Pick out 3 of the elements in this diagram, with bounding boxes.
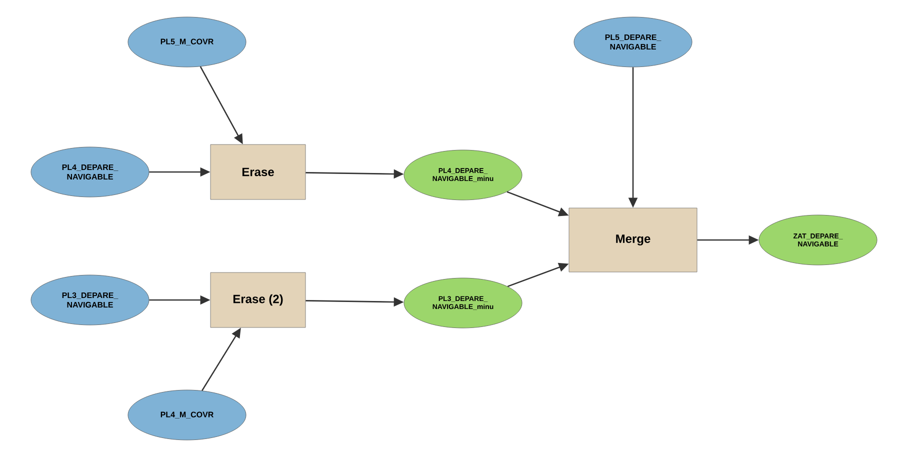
process-box: Erase (2)	[210, 272, 306, 328]
process-box: Erase	[210, 144, 306, 200]
process-box: Merge	[568, 208, 698, 272]
